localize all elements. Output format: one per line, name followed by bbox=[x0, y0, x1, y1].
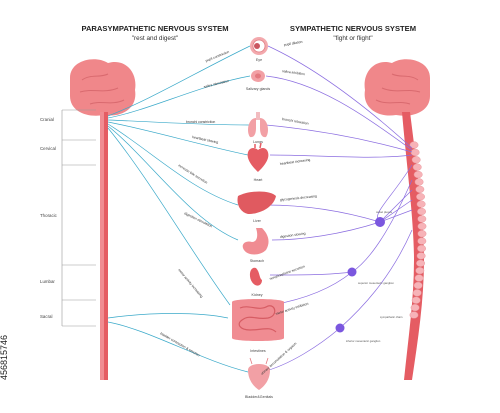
bladder-icon bbox=[248, 357, 270, 390]
intestines-icon bbox=[232, 299, 284, 341]
heart-icon bbox=[247, 142, 269, 172]
inferior-mesenteric-node bbox=[335, 323, 345, 333]
organ-heart-label: Heart bbox=[254, 178, 263, 182]
inferior-label: inferior mesenteric ganglion bbox=[346, 339, 381, 343]
kidney-icon bbox=[249, 267, 262, 286]
chain-label: sympathetic chain bbox=[380, 315, 403, 319]
left-brain-spine bbox=[70, 59, 136, 380]
para-label-bladder: bladder contraction & erection bbox=[160, 331, 201, 357]
right-brain-spine bbox=[364, 59, 430, 380]
right-title: SYMPATHETIC NERVOUS SYSTEM bbox=[290, 24, 416, 33]
chain-bead bbox=[415, 185, 425, 193]
organ-stomach-label: Stomach bbox=[250, 259, 264, 263]
segment-lumbar: Lumbar bbox=[40, 279, 55, 284]
chain-bead bbox=[412, 289, 422, 297]
organ-eye-label: Eye bbox=[256, 58, 262, 62]
chain-bead bbox=[412, 163, 422, 171]
chain-bead bbox=[410, 304, 420, 312]
para-label-heart: heartbeat slowing bbox=[192, 135, 219, 144]
chain-bead bbox=[416, 259, 425, 267]
sympathetic-chain bbox=[409, 141, 427, 319]
chain-bead bbox=[417, 207, 426, 216]
ganglia: celiac plexus superior mesenteric gangli… bbox=[335, 210, 403, 343]
para-label-pupil: pupil constriction bbox=[205, 50, 230, 63]
stomach-icon bbox=[242, 228, 269, 255]
chain-bead bbox=[409, 311, 419, 319]
chain-bead bbox=[413, 170, 423, 179]
para-label-bile: increase bile secretion bbox=[177, 163, 208, 184]
organ-salivary-label: Salivary glands bbox=[246, 87, 271, 91]
segment-cranial: Cranial bbox=[40, 117, 54, 122]
chain-bead bbox=[417, 237, 427, 245]
celiac-plexus-node bbox=[375, 217, 385, 227]
para-label-saliva: saliva stimulation bbox=[203, 79, 229, 89]
segment-cervical: Cervical bbox=[40, 146, 56, 151]
chain-bead bbox=[411, 156, 421, 164]
symp-label-norepi: norepinephrine secretion bbox=[269, 264, 306, 281]
para-label-bronchi: bronchi constriction bbox=[186, 120, 215, 124]
organ-liver-label: Liver bbox=[253, 219, 262, 223]
symp-label-saliva: saliva inhibition bbox=[282, 69, 305, 76]
organ-bladder-label: Bladder&Genitals bbox=[245, 395, 273, 399]
symp-label-pupil: pupil dilation bbox=[283, 40, 302, 47]
chain-bead bbox=[416, 252, 426, 260]
left-subtitle: "rest and digest" bbox=[132, 35, 178, 42]
organ-lungs-label: Lungs bbox=[253, 140, 263, 144]
organ-intestines-label: Intestines bbox=[250, 349, 266, 353]
chain-bead bbox=[416, 193, 425, 201]
chain-bead bbox=[416, 200, 426, 208]
superior-label: superior mesenteric ganglion bbox=[358, 281, 394, 285]
chain-bead bbox=[417, 215, 427, 223]
salivary-glands-icon bbox=[251, 70, 265, 82]
chain-bead bbox=[409, 141, 419, 149]
chain-bead bbox=[417, 230, 427, 238]
symp-label-heart: heartbeat increasing bbox=[280, 158, 311, 166]
chain-bead bbox=[417, 244, 426, 253]
symp-label-glyco: glycogenesis decreasing bbox=[280, 194, 317, 202]
superior-mesenteric-node bbox=[347, 267, 357, 277]
segment-sacral: Sacral bbox=[40, 314, 52, 319]
chain-bead bbox=[410, 148, 420, 156]
left-title: PARASYMPATHETIC NERVOUS SYSTEM bbox=[81, 24, 228, 33]
liver-icon bbox=[237, 191, 276, 214]
parasympathetic-labels: pupil constriction saliva stimulation br… bbox=[160, 50, 230, 358]
symp-label-urinary: urinary accumulation & orgasm bbox=[260, 341, 298, 375]
segment-brackets: Cranial Cervical Thoracic Lumbar Sacral bbox=[40, 109, 96, 327]
parasympathetic-fibers bbox=[107, 45, 251, 373]
chain-bead bbox=[411, 296, 421, 304]
organ-kidney-label: Kidney bbox=[252, 293, 263, 297]
celiac-label: celiac plexus bbox=[376, 210, 393, 214]
para-label-motor: motor activity increasing bbox=[177, 268, 204, 299]
lungs-icon bbox=[248, 112, 268, 138]
segment-thoracic: Thoracic bbox=[40, 213, 58, 218]
symp-label-bronchi: bronchi relaxation bbox=[282, 117, 309, 126]
para-label-digestion: digestion stimulation bbox=[184, 211, 213, 228]
eye-icon bbox=[250, 37, 268, 55]
symp-label-digestion: digestion slowing bbox=[280, 231, 306, 239]
watermark-id: 456815746 bbox=[0, 335, 9, 380]
right-subtitle: "fight or flight" bbox=[333, 35, 372, 42]
chain-bead bbox=[415, 267, 425, 275]
chain-bead bbox=[417, 222, 427, 230]
chain-bead bbox=[414, 274, 424, 282]
chain-bead bbox=[414, 178, 424, 186]
chain-bead bbox=[413, 281, 423, 290]
organs: Eye Salivary glands Lungs Heart Liver St… bbox=[232, 37, 284, 399]
